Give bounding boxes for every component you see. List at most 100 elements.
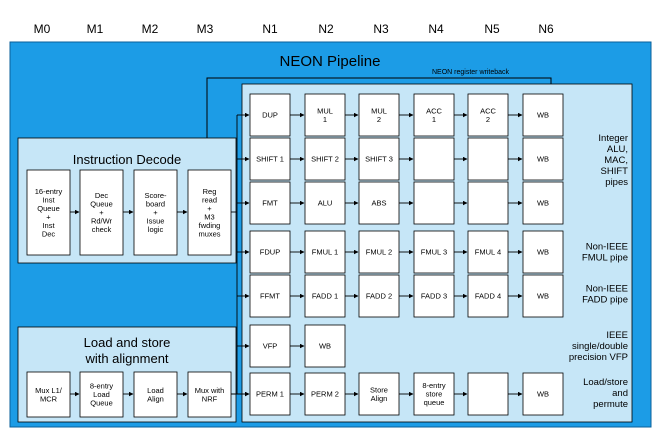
pipe-3-row-1-cell-5-text: FADD 4 — [475, 292, 501, 301]
pipe-label-2: Non-IEEE — [586, 242, 628, 253]
pipe-2-row-1-cell-2-text: FMUL 1 — [312, 248, 338, 257]
pipe-1-row-2-cell-3-rect — [358, 137, 400, 181]
decode-box-4-text: read — [202, 195, 217, 204]
pipe-label-4: single/double — [572, 341, 628, 352]
decode-box-2-text: check — [92, 225, 112, 234]
pipe-5-row-1-cell-1-text: PERM 1 — [256, 390, 284, 399]
decode-box-4-text: M3 — [204, 212, 214, 221]
pipe-4-row-1-cell-2: WB — [304, 324, 346, 368]
pipe-1-row-3-cell-5 — [467, 181, 509, 225]
pipe-5-row-1-cell-4-text: 8-entry — [422, 381, 446, 390]
stage-label-n1: N1 — [262, 22, 278, 36]
pipe-label-5: permute — [593, 399, 628, 410]
pipe-4-row-1-cell-1-rect — [249, 324, 291, 368]
decode-boxes: 16-entryInstQueue+InstDecDecQueue+Rd/Wrc… — [26, 169, 232, 256]
pipeline-title: NEON Pipeline — [280, 53, 381, 70]
pipe-5-row-1-cell-5 — [467, 372, 509, 416]
pipe-1-row-1-cell-5-rect — [467, 93, 509, 137]
pipe-2-row-1-cell-2-rect — [304, 230, 346, 274]
pipe-3-row-1-cell-5: FADD 4 — [467, 274, 509, 318]
pipe-2-row-1-cell-1-text: FDUP — [260, 248, 280, 257]
pipe-1-row-3-cell-2-text: ALU — [318, 199, 333, 208]
pipe-5-row-1-cell-4-rect — [413, 372, 455, 416]
pipe-1-row-1-cell-4-text: ACC — [426, 106, 442, 115]
pipe-3-row-1-cell-3-text: FADD 2 — [366, 292, 392, 301]
pipe-2-row-1-cell-4-rect — [413, 230, 455, 274]
decode-box-1-text: 16-entry — [35, 187, 63, 196]
pipe-5-row-1-cell-3-text: Store — [370, 385, 388, 394]
decode-box-4-text: Reg — [203, 187, 217, 196]
pipe-5-row-1-cell-6-rect — [522, 372, 564, 416]
pipe-5-row-1-cell-3-text: Align — [371, 394, 388, 403]
load-store-box-4-text: Mux with — [195, 386, 225, 395]
pipe-3-row-1-cell-1-rect — [249, 274, 291, 318]
load-store-box-3-text: Align — [147, 394, 164, 403]
pipe-1-row-1-cell-2-text: MUL — [317, 106, 333, 115]
pipe-4-row-1-cell-2-rect — [304, 324, 346, 368]
decode-box-2-text: Rd/Wr — [91, 217, 113, 226]
pipe-3-row-1-cell-3: FADD 2 — [358, 274, 400, 318]
decode-box-3-text: + — [153, 208, 158, 217]
pipe-1-row-2-cell-6-rect — [522, 137, 564, 181]
pipe-1-row-2-cell-1-rect — [249, 137, 291, 181]
pipe-2-row-1-cell-4-text: FMUL 3 — [421, 248, 447, 257]
load-store-box-3-text: Load — [147, 386, 164, 395]
pipe-2-row-1-cell-3: FMUL 2 — [358, 230, 400, 274]
decode-box-4-rect — [187, 169, 232, 256]
pipe-5-row-1-cell-4-text: queue — [424, 398, 445, 407]
stage-label-m2: M2 — [142, 22, 159, 36]
stage-label-m3: M3 — [197, 22, 214, 36]
stage-label-n5: N5 — [484, 22, 500, 36]
decode-box-1-text: Inst — [42, 221, 55, 230]
pipe-1-row-2-cell-3-text: SHIFT 3 — [365, 155, 393, 164]
pipe-1-row-2-cell-2-text: SHIFT 2 — [311, 155, 339, 164]
pipe-3-row-1-cell-2: FADD 1 — [304, 274, 346, 318]
pipe-5-row-1-cell-6-text: WB — [537, 390, 549, 399]
pipe-3-row-1-cell-6-rect — [522, 274, 564, 318]
pipe-2-row-1-cell-5-text: FMUL 4 — [475, 248, 501, 257]
pipe-3-row-1-cell-3-rect — [358, 274, 400, 318]
decode-box-2-text: Queue — [90, 200, 113, 209]
pipe-5-row-1-cell-1: PERM 1 — [249, 372, 291, 416]
pipe-label-1: Integer — [598, 133, 628, 144]
stage-label-n4: N4 — [428, 22, 444, 36]
pipe-label-4: IEEE — [606, 330, 628, 341]
pipe-1-row-3-cell-6-text: WB — [537, 199, 549, 208]
pipe-3-row-1-cell-6-text: WB — [537, 292, 549, 301]
pipe-2-row-1-cell-2: FMUL 1 — [304, 230, 346, 274]
stage-label-m0: M0 — [34, 22, 51, 36]
decode-box-1-rect — [26, 169, 71, 256]
pipe-1-row-1-cell-5-text: 2 — [486, 115, 490, 124]
pipe-2-row-1-cell-3-rect — [358, 230, 400, 274]
load-store-title-line2: with alignment — [84, 351, 168, 366]
pipe-1-row-2-cell-2-rect — [304, 137, 346, 181]
pipe-5-row-1-cell-1-rect — [249, 372, 291, 416]
writeback-label: NEON register writeback — [432, 69, 510, 76]
pipe-2-row-1-cell-1-rect — [249, 230, 291, 274]
pipe-1-row-1-cell-2-rect — [304, 93, 346, 137]
decode-box-4-text: muxes — [198, 229, 220, 238]
pipe-3-row-1-cell-1-text: FFMT — [260, 292, 280, 301]
pipe-4-row-1-cell-1: VFP — [249, 324, 291, 368]
pipe-label-5: and — [612, 388, 628, 399]
decode-box-3-text: board — [146, 200, 165, 209]
pipe-1-row-3-cell-2: ALU — [304, 181, 346, 225]
pipe-label-1: SHIFT — [601, 166, 629, 177]
decode-box-2-rect — [79, 169, 124, 256]
stage-label-n6: N6 — [538, 22, 554, 36]
decode-box-3-rect — [133, 169, 178, 256]
pipe-1-row-3-cell-1-text: FMT — [262, 199, 278, 208]
pipe-label-4: precision VFP — [569, 352, 628, 363]
load-store-box-2-text: Queue — [90, 399, 113, 408]
load-store-box-2-rect — [79, 371, 124, 418]
pipe-label-2: FMUL pipe — [582, 253, 628, 264]
load-store-box-1-text: Mux L1/ — [35, 386, 63, 395]
